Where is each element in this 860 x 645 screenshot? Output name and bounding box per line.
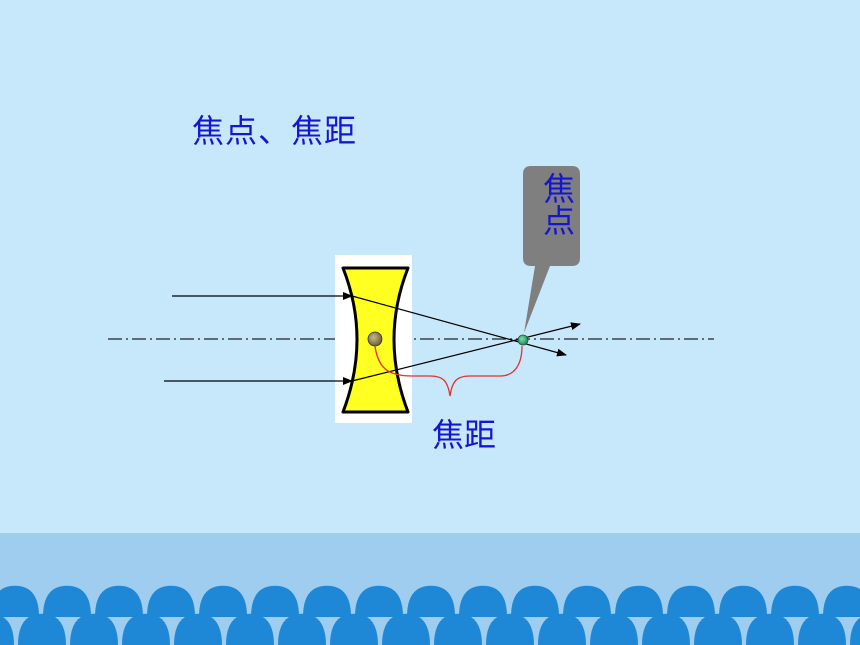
- refracted-ray-top: [351, 295, 567, 357]
- wave-scallop: [330, 613, 378, 645]
- wave-scallop: [303, 585, 351, 617]
- wave-scallop: [407, 585, 455, 617]
- wave-scallop: [798, 613, 846, 645]
- wave-scallop: [667, 585, 715, 617]
- optical-center: [367, 331, 383, 347]
- wave-scallop: [95, 585, 143, 617]
- wave-scallop: [43, 585, 91, 617]
- wave-scallop: [538, 613, 586, 645]
- wave-scallop: [823, 585, 860, 617]
- focus-point-icon: [517, 334, 529, 346]
- wave-scallop: [850, 617, 860, 645]
- wave-scallop: [771, 585, 819, 617]
- slide-title: 焦点、焦距: [192, 112, 358, 150]
- wave-scallop: [199, 585, 247, 617]
- wave-scallop: [719, 585, 767, 617]
- focus-callout: [523, 166, 580, 333]
- wave-scallop: [0, 615, 14, 645]
- wave-scallop: [0, 585, 39, 617]
- wave-scallop: [251, 585, 299, 617]
- wave-scallop: [694, 613, 742, 645]
- wave-scallop: [122, 613, 170, 645]
- wave-scallop: [511, 585, 559, 617]
- wave-scallop: [278, 613, 326, 645]
- wave-scallop: [355, 585, 403, 617]
- wave-scallop: [226, 613, 274, 645]
- focal-length-label: 焦距: [432, 416, 497, 454]
- wave-decoration: [0, 585, 860, 645]
- wave-scallop: [434, 613, 482, 645]
- wave-scallop: [147, 585, 195, 617]
- wave-scallop: [459, 585, 507, 617]
- focus-callout-label: 焦点: [538, 172, 576, 236]
- wave-scallop: [174, 613, 222, 645]
- wave-scallop: [590, 613, 638, 645]
- focal-length-brace: [374, 345, 523, 397]
- wave-scallop: [70, 613, 118, 645]
- wave-scallop: [18, 613, 66, 645]
- wave-scallop: [642, 613, 690, 645]
- wave-scallop: [382, 613, 430, 645]
- wave-scallop: [486, 613, 534, 645]
- wave-scallop: [615, 585, 663, 617]
- wave-scallop: [563, 585, 611, 617]
- wave-scallop: [746, 613, 794, 645]
